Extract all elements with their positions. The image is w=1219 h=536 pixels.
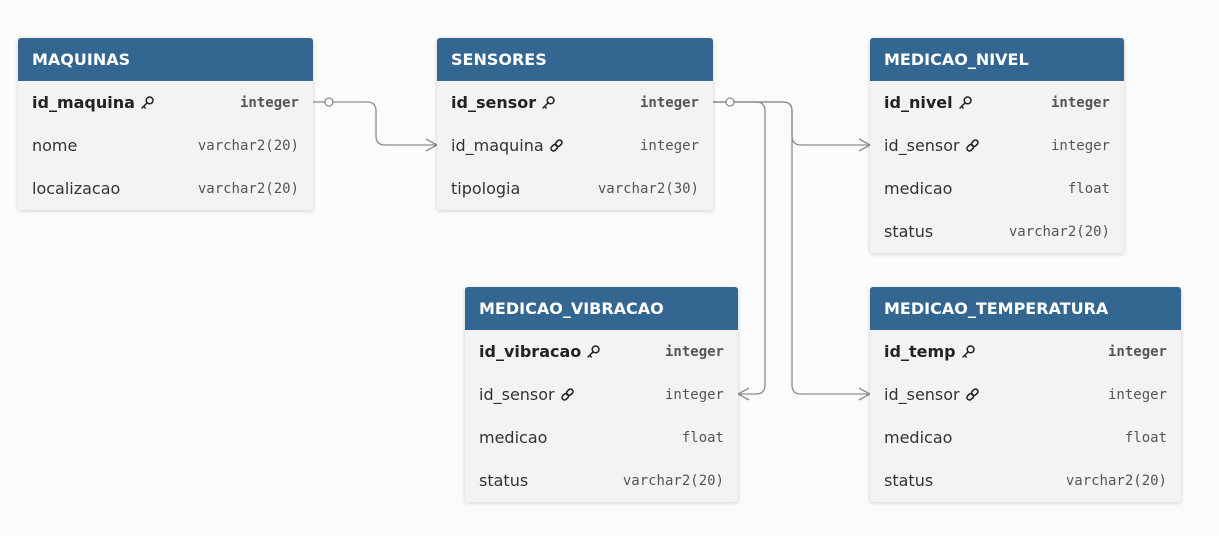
column-type: integer [1107, 386, 1167, 403]
link-icon [965, 138, 980, 153]
column-name: medicao [884, 428, 952, 447]
column-name-text: id_temp [884, 342, 956, 361]
column-name-text: id_sensor [884, 385, 960, 404]
column-row[interactable]: id_maquina integer [437, 124, 713, 167]
edge-maquinas-sensores[interactable] [313, 101, 437, 146]
column-name: id_temp [884, 342, 976, 361]
column-name: medicao [884, 179, 952, 198]
column-type: integer [639, 137, 699, 154]
column-name-text: medicao [479, 428, 548, 447]
column-row[interactable]: localizacao varchar2(20) [18, 167, 313, 210]
table-header[interactable]: MAQUINAS [18, 38, 313, 81]
column-name-text: nome [32, 136, 78, 155]
table-header[interactable]: MEDICAO_NIVEL [870, 38, 1124, 81]
column-name: id_sensor [451, 93, 556, 112]
column-name-text: medicao [884, 179, 953, 198]
column-name: id_sensor [884, 136, 980, 155]
column-name: id_sensor [884, 385, 980, 404]
column-type: integer [639, 94, 699, 111]
column-type: integer [1050, 137, 1110, 154]
column-type: float [1067, 180, 1110, 197]
column-row[interactable]: id_sensor integer [437, 81, 713, 124]
column-name: status [884, 222, 933, 241]
column-row[interactable]: status varchar2(20) [870, 459, 1181, 502]
column-name: status [479, 471, 528, 490]
column-name-text: status [884, 471, 934, 490]
column-type: integer [1050, 94, 1110, 111]
column-row[interactable]: tipologia varchar2(30) [437, 167, 713, 210]
column-name-text: status [884, 222, 934, 241]
key-icon [586, 344, 601, 359]
column-row[interactable]: id_temp integer [870, 330, 1181, 373]
table-maquinas[interactable]: MAQUINAS id_maquina integer nome varchar2(20… [18, 38, 313, 210]
column-name-text: id_maquina [451, 136, 544, 155]
key-icon [541, 95, 556, 110]
column-name-text: id_nivel [884, 93, 953, 112]
column-name: medicao [479, 428, 547, 447]
column-type: float [1124, 429, 1167, 446]
edge-one-marker [725, 97, 735, 107]
column-name: id_maquina [32, 93, 155, 112]
column-name: id_maquina [451, 136, 564, 155]
link-icon [549, 138, 564, 153]
column-row[interactable]: id_sensor integer [870, 124, 1124, 167]
column-name-text: medicao [884, 428, 953, 447]
column-name-text: localizacao [32, 179, 121, 198]
key-icon [140, 95, 155, 110]
edge-sensores-medicao-temperatura[interactable] [713, 101, 870, 395]
column-row[interactable]: medicao float [870, 167, 1124, 210]
column-name: status [884, 471, 933, 490]
column-name-text: id_maquina [32, 93, 135, 112]
column-name-text: id_sensor [479, 385, 555, 404]
column-row[interactable]: id_maquina integer [18, 81, 313, 124]
column-name: localizacao [32, 179, 120, 198]
table-header[interactable]: MEDICAO_VIBRACAO [465, 287, 738, 330]
column-name: id_vibracao [479, 342, 601, 361]
key-icon [958, 95, 973, 110]
column-type: varchar2(30) [597, 180, 699, 197]
column-name-text: status [479, 471, 529, 490]
table-header[interactable]: SENSORES [437, 38, 713, 81]
key-icon [961, 344, 976, 359]
column-type: float [681, 429, 724, 446]
column-type: varchar2(20) [1065, 472, 1167, 489]
column-row[interactable]: id_nivel integer [870, 81, 1124, 124]
column-row[interactable]: status varchar2(20) [870, 210, 1124, 253]
link-icon [965, 387, 980, 402]
column-row[interactable]: id_vibracao integer [465, 330, 738, 373]
column-row[interactable]: medicao float [465, 416, 738, 459]
column-type: varchar2(20) [197, 137, 299, 154]
column-row[interactable]: id_sensor integer [465, 373, 738, 416]
column-row[interactable]: nome varchar2(20) [18, 124, 313, 167]
column-type: integer [1107, 343, 1167, 360]
column-name: tipologia [451, 179, 520, 198]
column-type: integer [664, 343, 724, 360]
edge-one-marker [324, 97, 334, 107]
column-name-text: id_vibracao [479, 342, 582, 361]
column-name: id_sensor [479, 385, 575, 404]
column-name-text: id_sensor [884, 136, 960, 155]
column-type: integer [664, 386, 724, 403]
column-row[interactable]: status varchar2(20) [465, 459, 738, 502]
link-icon [560, 387, 575, 402]
column-name-text: id_sensor [451, 93, 537, 112]
column-row[interactable]: medicao float [870, 416, 1181, 459]
column-type: varchar2(20) [197, 180, 299, 197]
column-name-text: tipologia [451, 179, 521, 198]
table-header[interactable]: MEDICAO_TEMPERATURA [870, 287, 1181, 330]
column-type: varchar2(20) [622, 472, 724, 489]
column-name: id_nivel [884, 93, 973, 112]
edge-many-marker [736, 387, 750, 401]
column-name: nome [32, 136, 77, 155]
column-row[interactable]: id_sensor integer [870, 373, 1181, 416]
column-type: integer [239, 94, 299, 111]
column-type: varchar2(20) [1008, 223, 1110, 240]
